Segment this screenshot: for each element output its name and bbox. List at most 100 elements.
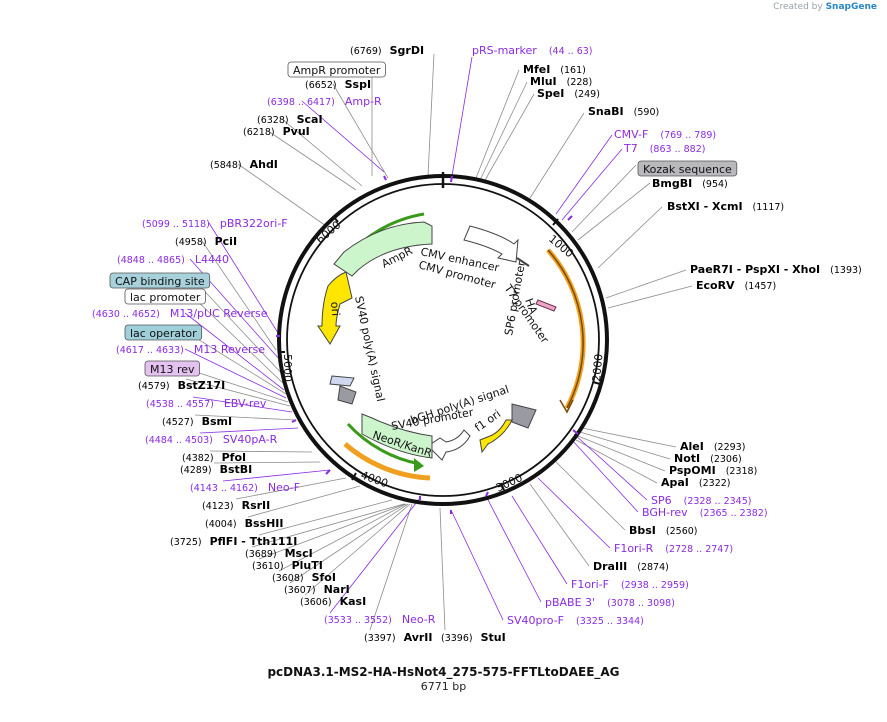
site-label[interactable]: AmpR promoter	[287, 61, 386, 78]
site-label[interactable]: (6769)SgrDI	[350, 44, 424, 57]
enzyme-label: (4123)RsrII	[202, 499, 270, 512]
enzyme-label: (3607)NarI	[284, 583, 350, 596]
site-label[interactable]: (4527)BsmI	[162, 415, 232, 428]
enzyme-label: (3610)PluTI	[252, 559, 323, 572]
plasmid-size: 6771 bp	[420, 680, 467, 693]
site-label[interactable]: (3607)NarI	[284, 583, 350, 596]
site-label[interactable]: AleI(2293)	[680, 440, 745, 453]
leader-line	[485, 495, 542, 603]
site-label[interactable]: SpeI(249)	[537, 87, 600, 100]
primer-label: (4143 .. 4162)Neo-F	[190, 481, 300, 494]
site-label[interactable]: (6652)SspI	[305, 78, 371, 91]
site-label[interactable]: (3610)PluTI	[252, 559, 323, 572]
site-label[interactable]: (4289)BstBI	[180, 463, 252, 476]
site-label[interactable]: (3725)PflFI - Tth111I	[170, 535, 297, 548]
site-label[interactable]: T7(863 .. 882)	[623, 142, 705, 155]
site-label[interactable]: (4484 .. 4503)SV40pA-R	[145, 433, 278, 446]
bgh-block	[511, 403, 537, 429]
site-label[interactable]: (3606)KasI	[300, 595, 366, 608]
leader-line	[194, 280, 285, 377]
site-label[interactable]: (4579)BstZ17I	[138, 379, 225, 392]
site-label[interactable]: (6218)PvuI	[243, 125, 310, 138]
site-label[interactable]: Kozak sequence	[637, 160, 738, 177]
feature-box	[124, 288, 206, 305]
leader-line	[475, 69, 520, 179]
site-label[interactable]: BGH-rev(2365 .. 2382)	[642, 506, 768, 519]
primer-label: (4484 .. 4503)SV40pA-R	[145, 433, 278, 446]
credit-prefix: Created by	[773, 2, 823, 12]
site-label[interactable]: F1ori-F(2938 .. 2959)	[571, 578, 689, 591]
site-label[interactable]: SnaBI(590)	[588, 105, 659, 118]
site-label[interactable]: (3397)AvrII	[364, 631, 433, 644]
site-label[interactable]: (4004)BssHII	[205, 517, 283, 530]
site-label[interactable]: M13 rev	[144, 360, 200, 377]
site-label[interactable]: SV40pro-F(3325 .. 3344)	[507, 614, 644, 627]
leader-line	[186, 368, 289, 403]
site-label[interactable]: (3396)StuI	[441, 631, 506, 644]
site-label[interactable]: ApaI(2322)	[661, 476, 731, 489]
site-label[interactable]: (5848)AhdI	[210, 158, 278, 171]
feature-box	[124, 324, 203, 341]
leader-line	[571, 439, 639, 513]
primer-label: SP6(2328 .. 2345)	[651, 494, 751, 507]
site-label[interactable]: BstXI - XcmI(1117)	[667, 200, 784, 213]
site-label[interactable]: lac operator	[124, 324, 203, 341]
site-label[interactable]: (5099 .. 5118)pBR322ori-F	[142, 217, 288, 230]
site-label[interactable]: CAP binding site	[109, 272, 211, 289]
site-label[interactable]: NotI(2306)	[674, 452, 742, 465]
site-label[interactable]: PspOMI(2318)	[669, 464, 757, 477]
sv40pa-block	[337, 385, 357, 405]
site-label[interactable]: (4848 .. 4865)L4440	[117, 253, 229, 266]
site-label[interactable]: (4123)RsrII	[202, 499, 270, 512]
ampR-arrow	[333, 221, 433, 277]
site-label[interactable]: (4143 .. 4162)Neo-F	[190, 481, 300, 494]
site-label[interactable]: (3533 .. 3552)Neo-R	[324, 613, 436, 626]
site-label[interactable]: (4958)PciI	[175, 235, 237, 248]
leader-line	[184, 348, 287, 399]
site-label[interactable]: pRS-marker(44 .. 63)	[472, 44, 593, 57]
site-label[interactable]: (3608)SfoI	[272, 571, 336, 584]
leader-line	[235, 477, 347, 500]
enzyme-label: ApaI(2322)	[661, 476, 731, 489]
primer-label: BGH-rev(2365 .. 2382)	[642, 506, 768, 519]
leader-line	[209, 450, 313, 453]
feature-box-label: AmpR promoter	[293, 64, 381, 77]
leader-line	[537, 477, 611, 549]
site-label[interactable]: lac promoter	[124, 288, 206, 305]
enzyme-label: (3608)SfoI	[272, 571, 336, 584]
tick-marks	[278, 215, 601, 491]
site-label[interactable]: (6328)ScaI	[257, 113, 323, 126]
site-label[interactable]: F1ori-R(2728 .. 2747)	[614, 542, 733, 555]
site-label[interactable]: MfeI(161)	[523, 63, 586, 76]
primer-label: (5099 .. 5118)pBR322ori-F	[142, 217, 288, 230]
site-label[interactable]: pBABE 3'(3078 .. 3098)	[545, 596, 675, 609]
leader-line	[199, 427, 299, 434]
site-label[interactable]: (3689)MscI	[245, 547, 313, 560]
site-label[interactable]: CMV-F(769 .. 789)	[614, 128, 716, 141]
site-label[interactable]: (4382)PfoI	[182, 451, 246, 464]
site-label[interactable]: BmgBI(954)	[652, 177, 728, 190]
site-label[interactable]: MluI(228)	[530, 75, 592, 88]
enzyme-label: DraIII(2874)	[593, 560, 669, 573]
leader-line	[439, 507, 446, 631]
site-label[interactable]: SP6(2328 .. 2345)	[651, 494, 751, 507]
site-label[interactable]: (6398 .. 6417)Amp-R	[267, 95, 382, 108]
primer-label: pRS-marker(44 .. 63)	[472, 44, 593, 57]
feature-box-label: CAP binding site	[115, 275, 205, 288]
enzyme-label: (4289)BstBI	[180, 463, 252, 476]
feature-box	[109, 272, 211, 289]
enzyme-label: (6769)SgrDI	[350, 44, 424, 57]
site-label[interactable]: (4630 .. 4652)M13/pUC Reverse	[92, 307, 268, 320]
enzyme-label: (3396)StuI	[441, 631, 506, 644]
enzyme-label: (5848)AhdI	[210, 158, 278, 171]
site-label[interactable]: PaeR7I - PspXI - XhoI(1393)	[690, 263, 862, 276]
site-label[interactable]: (4617 .. 4633)M13 Reverse	[116, 343, 265, 356]
leader-line	[555, 134, 613, 215]
tick-label-5000: 5000	[281, 354, 294, 382]
site-label[interactable]: EcoRV(1457)	[696, 279, 776, 292]
enzyme-label: (6652)SspI	[305, 78, 371, 91]
site-label[interactable]: (4538 .. 4557)EBV-rev	[146, 397, 267, 410]
site-label[interactable]: BbsI(2560)	[629, 524, 698, 537]
site-label[interactable]: DraIII(2874)	[593, 560, 669, 573]
leader-line	[573, 433, 648, 501]
